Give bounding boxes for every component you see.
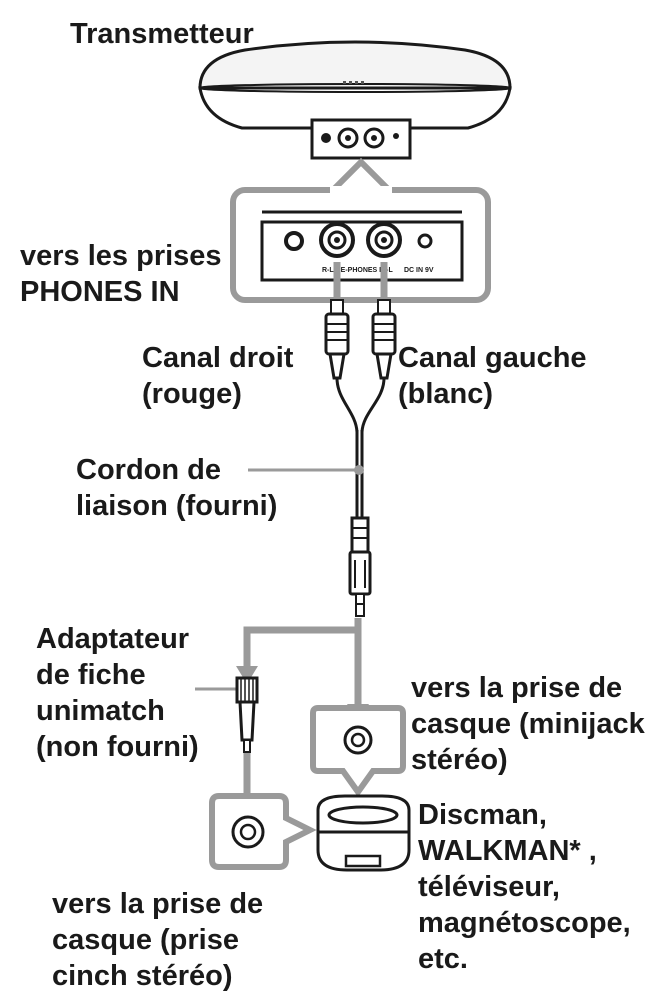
label-right-channel: Canal droit (rouge) (142, 340, 293, 412)
label-line: vers la prise de (52, 888, 264, 920)
label-line: casque (prise (52, 924, 239, 956)
label-line: liaison (fourni) (76, 490, 278, 522)
label-devices: Discman, WALKMAN* , téléviseur, magnétos… (418, 797, 631, 977)
label-line: etc. (418, 943, 468, 975)
rca-jack-right-icon (319, 222, 355, 258)
label-line: de fiche (36, 659, 146, 691)
arrow-down-adapter-icon (236, 666, 258, 684)
label-phones-in: vers les prises PHONES IN (20, 238, 222, 310)
label-line: casque (minijack (411, 708, 645, 740)
label-left-channel: Canal gauche (blanc) (398, 340, 587, 412)
cinch-socket-callout (209, 793, 317, 870)
label-line: WALKMAN* , (418, 835, 597, 867)
minijack-socket-callout (310, 705, 406, 798)
connecting-cord (335, 377, 386, 520)
label-transmitter: Transmetteur (70, 16, 254, 52)
label-line: stéréo) (411, 744, 508, 776)
panel-zoom-callout: R-LINE-PHONES IN-L DC IN 9V (230, 157, 491, 303)
panel-dc-marking: DC IN 9V (404, 267, 434, 274)
cinch-socket-icon (231, 815, 265, 849)
cord-leader-dot (354, 465, 364, 475)
label-line: Adaptateur (36, 623, 190, 655)
label-minijack: vers la prise de casque (minijack stéréo… (411, 670, 645, 778)
label-line: vers les prises (20, 240, 222, 272)
discman-device (316, 794, 411, 872)
unimatch-adapter-icon (195, 676, 259, 753)
label-line: téléviseur, (418, 871, 560, 903)
rca-plug-left-icon (371, 299, 397, 380)
label-cord: Cordon de liaison (fourni) (76, 452, 277, 524)
rca-plug-right-icon (324, 299, 350, 380)
label-transmitter-text: Transmetteur (70, 18, 254, 50)
label-line: Canal gauche (398, 342, 587, 374)
label-line: PHONES IN (20, 276, 180, 308)
minijack-socket-icon (343, 725, 373, 755)
label-line: (non fourni) (36, 731, 199, 763)
label-line: Cordon de (76, 454, 221, 486)
label-line: (rouge) (142, 378, 242, 410)
label-adapter: Adaptateur de fiche unimatch (non fourni… (36, 621, 199, 765)
label-line: vers la prise de (411, 672, 623, 704)
label-cinch: vers la prise de casque (prise cinch sté… (52, 886, 263, 994)
label-line: cinch stéréo) (52, 960, 233, 992)
label-line: Canal droit (142, 342, 294, 374)
label-line: (blanc) (398, 378, 494, 410)
panel-input-marking: R-LINE-PHONES IN-L (322, 267, 394, 274)
speaker-grille-icon (343, 81, 364, 84)
rca-jack-left-icon (366, 222, 402, 258)
label-line: magnétoscope, (418, 907, 631, 939)
label-line: unimatch (36, 695, 165, 727)
stereo-mini-plug-icon (348, 516, 372, 617)
label-line: Discman, (418, 799, 547, 831)
transmitter-device (198, 40, 512, 160)
